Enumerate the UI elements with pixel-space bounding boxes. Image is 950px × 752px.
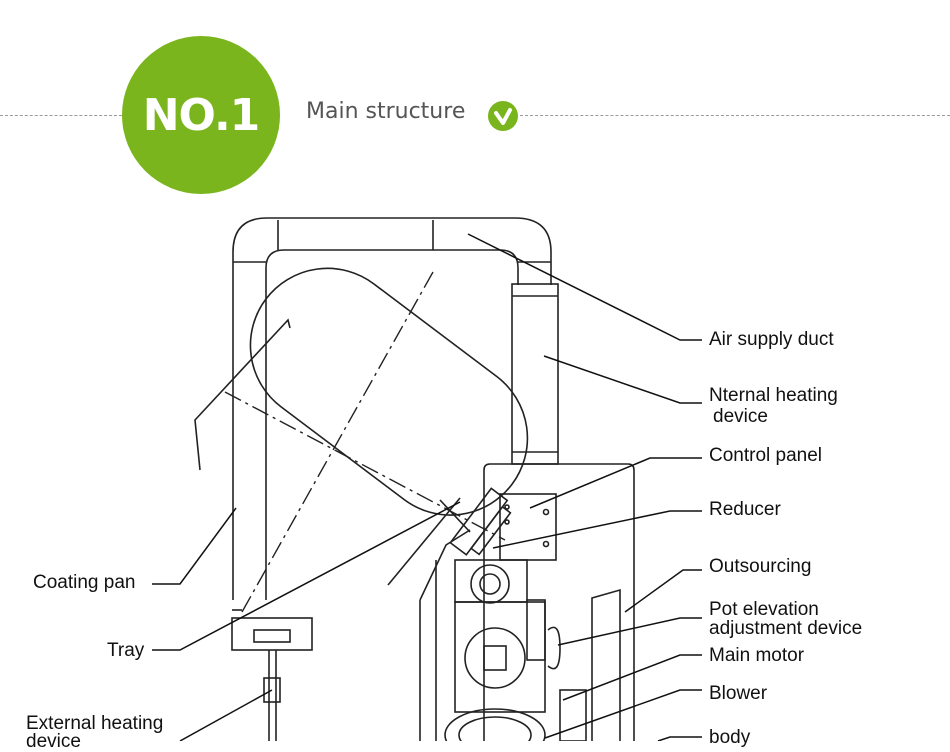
coating-pan-drawing xyxy=(249,267,529,516)
leader-coating-pan xyxy=(152,507,237,585)
header-divider-left xyxy=(0,115,122,116)
pan-axis-line-2 xyxy=(241,271,434,613)
label-coating-pan: Coating pan xyxy=(33,572,136,593)
leader-blower xyxy=(544,689,702,739)
air-supply-duct-drawing xyxy=(232,217,552,600)
gearbox-drawing xyxy=(444,559,587,741)
label-external-heating-line1: External heating xyxy=(26,713,164,734)
leader-internal-heating xyxy=(543,355,702,404)
label-air-supply-duct: Air supply duct xyxy=(709,329,834,350)
section-title: Main structure xyxy=(306,99,466,124)
label-blower: Blower xyxy=(709,683,768,704)
control-panel-drawing xyxy=(499,493,557,561)
header-divider-right xyxy=(520,115,950,116)
label-internal-heating-line1: Nternal heating xyxy=(709,385,838,406)
leader-pot-elevation xyxy=(557,617,702,646)
leader-external-heating xyxy=(179,689,273,741)
section-number-badge: NO.1 xyxy=(122,36,280,194)
tray-drawing xyxy=(231,609,313,741)
leader-control-panel xyxy=(529,457,702,509)
leader-outsourcing xyxy=(624,569,702,613)
label-pot-elevation-line1: Pot elevation xyxy=(709,599,819,620)
pan-shaft-block-drawing xyxy=(449,487,512,556)
label-reducer: Reducer xyxy=(709,499,781,520)
leader-main-motor xyxy=(562,654,702,701)
leader-tray xyxy=(152,501,461,651)
label-main-motor: Main motor xyxy=(709,645,805,666)
check-circle-icon xyxy=(488,101,518,131)
label-control-panel: Control panel xyxy=(709,445,823,466)
label-pot-elevation-line2: adjustment device xyxy=(709,618,863,639)
label-tray: Tray xyxy=(107,640,145,661)
internal-heating-device-drawing xyxy=(511,283,559,465)
label-internal-heating-line2: device xyxy=(713,406,768,427)
leader-air-supply-duct xyxy=(467,233,702,341)
pan-axis-line xyxy=(224,391,506,541)
label-external-heating-line2: device xyxy=(26,731,81,752)
body-drawing xyxy=(419,463,635,741)
leader-body xyxy=(657,736,702,741)
label-body: body xyxy=(709,727,751,748)
leader-reducer xyxy=(492,510,702,549)
section-number: NO.1 xyxy=(142,89,261,141)
label-outsourcing: Outsourcing xyxy=(709,556,812,577)
